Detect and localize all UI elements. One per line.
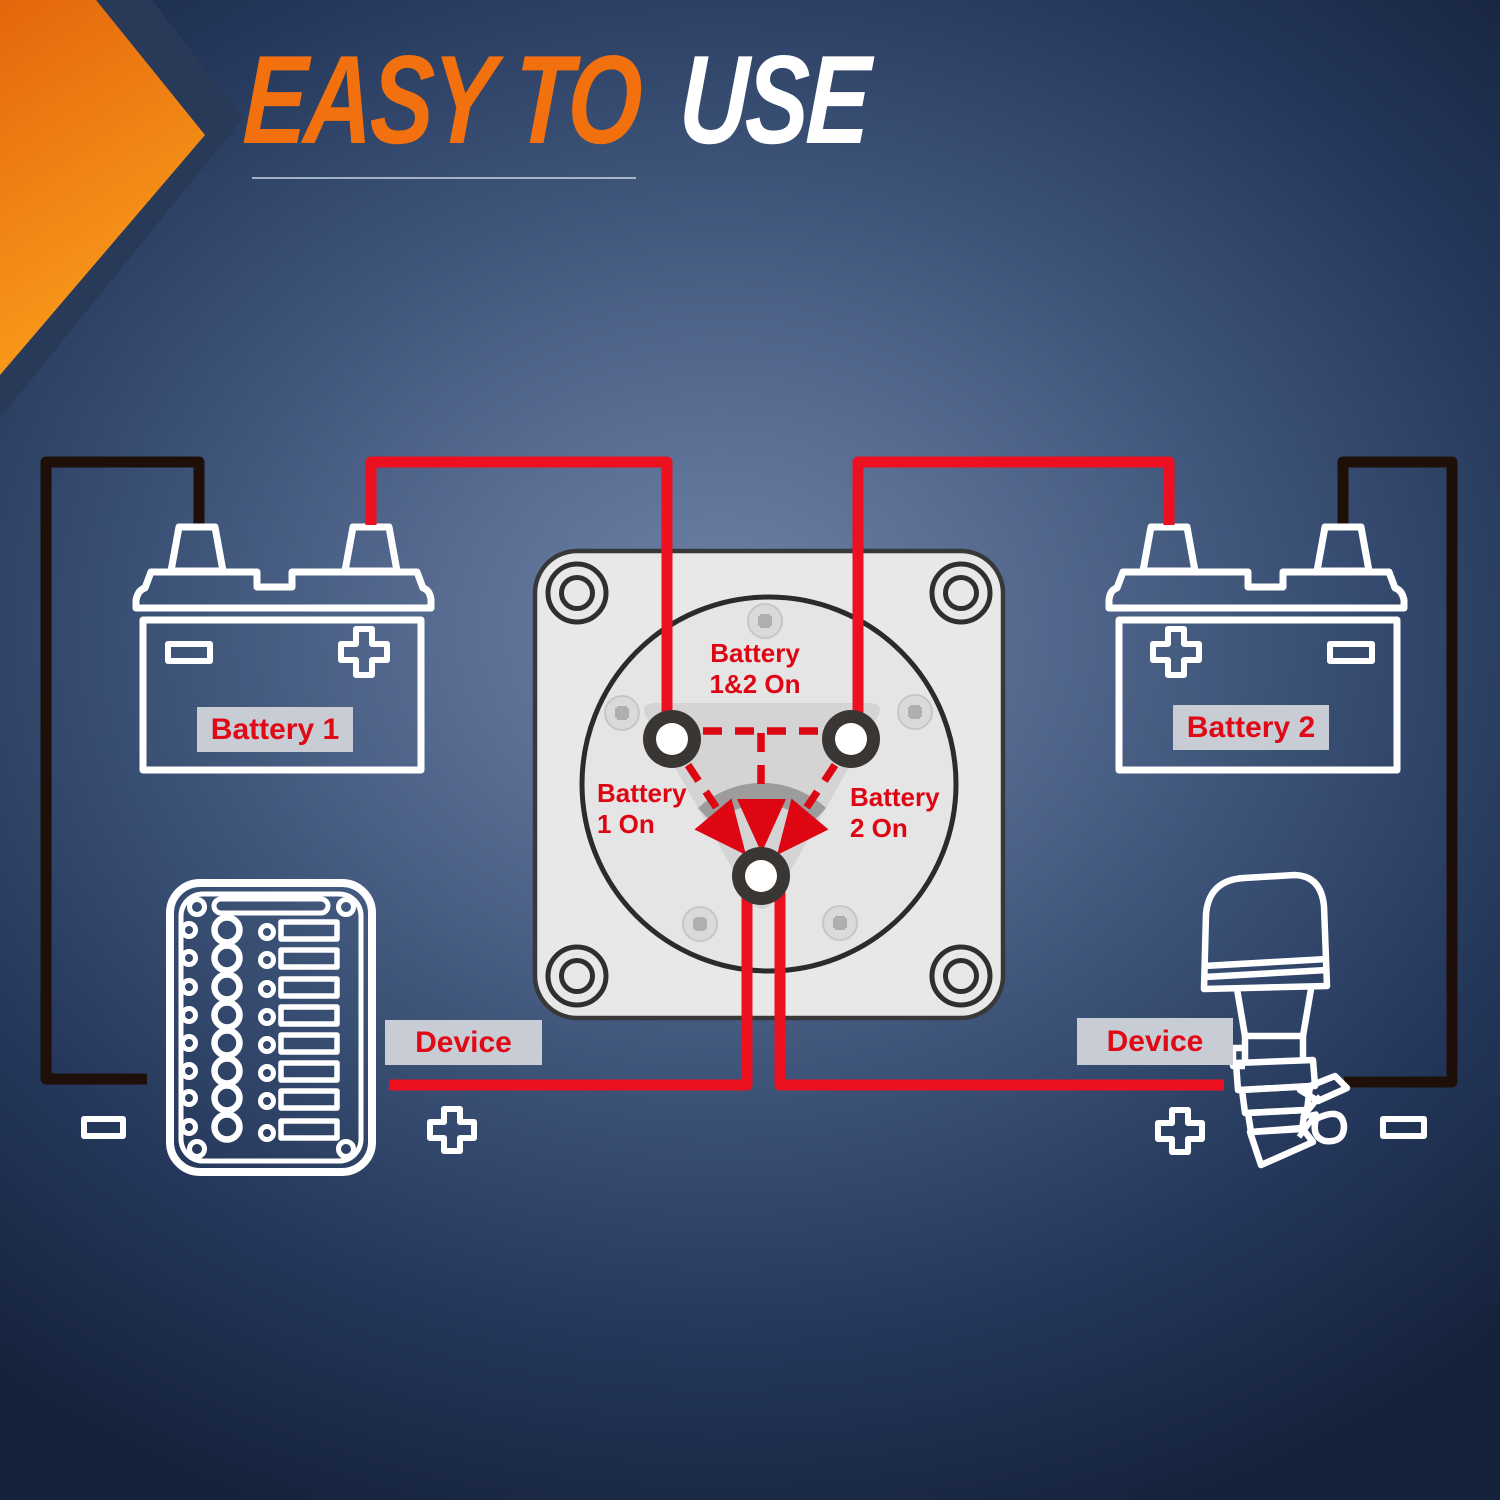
terminal-output bbox=[732, 847, 790, 905]
battery-body bbox=[139, 616, 425, 774]
plus-icon bbox=[338, 626, 390, 678]
battery-terminal-post bbox=[1139, 523, 1199, 575]
battery-2-label: Battery 2 bbox=[1173, 705, 1329, 750]
plus-icon-left bbox=[427, 1106, 477, 1154]
motor-prop-bolt bbox=[1296, 1094, 1323, 1139]
motor-neck bbox=[1233, 988, 1315, 1040]
panel-row bbox=[180, 942, 340, 974]
screw-icon bbox=[747, 603, 783, 639]
switch-label-line: 2 On bbox=[850, 813, 908, 843]
panel-rows bbox=[180, 914, 340, 1143]
switch-label-line: 1 On bbox=[597, 809, 655, 839]
switch-label-line: 1&2 On bbox=[709, 669, 801, 699]
switch-mount-holes bbox=[545, 561, 993, 1008]
panel-row bbox=[180, 971, 340, 1003]
panel-row bbox=[180, 1082, 340, 1114]
battery-2-outline bbox=[1105, 523, 1408, 774]
battery-terminal-post bbox=[1313, 523, 1373, 575]
screw-icon bbox=[604, 695, 640, 731]
plus-icon-right bbox=[1155, 1107, 1205, 1155]
output-wire-right bbox=[774, 878, 1224, 1091]
device-left-label: Device bbox=[385, 1020, 542, 1065]
battery-terminal-post bbox=[341, 523, 401, 575]
panel-row bbox=[180, 1027, 340, 1059]
screw-icon bbox=[822, 905, 858, 941]
chevron-icon bbox=[0, 0, 243, 418]
switch-direction-arrows bbox=[694, 798, 829, 855]
battery-lid bbox=[132, 568, 435, 612]
switch-screws bbox=[604, 603, 933, 942]
panel-outer bbox=[166, 879, 376, 1176]
minus-icon bbox=[165, 641, 213, 664]
switch-panel-device bbox=[166, 879, 376, 1176]
motor-hood-seam bbox=[1203, 955, 1328, 981]
panel-row bbox=[180, 1111, 340, 1143]
arrow-down-icon bbox=[737, 799, 786, 853]
negative-wire-battery2 bbox=[1337, 456, 1458, 1088]
panel-row bbox=[180, 1055, 340, 1087]
motor-prop-blade bbox=[1296, 1072, 1351, 1105]
switch-position-label-battery2: Battery 2 On bbox=[850, 782, 960, 844]
title-underline bbox=[252, 177, 636, 179]
minus-icon bbox=[1327, 641, 1375, 664]
panel-row bbox=[180, 914, 340, 946]
terminal-battery2 bbox=[822, 710, 880, 768]
battery-lid bbox=[1105, 568, 1408, 612]
motor-hood bbox=[1200, 871, 1331, 993]
switch-position-dashes bbox=[684, 727, 839, 825]
bus-polarity-markers bbox=[81, 1106, 1427, 1155]
chevron-orange bbox=[0, 0, 205, 375]
motor-prop-blade bbox=[1311, 1110, 1348, 1145]
negative-wire-battery1 bbox=[40, 456, 205, 1085]
minus-icon-left bbox=[81, 1116, 126, 1139]
minus-icon-right bbox=[1380, 1116, 1427, 1139]
terminal-battery1 bbox=[643, 710, 701, 768]
arrow-down-right-icon bbox=[694, 798, 746, 855]
arrow-down-left-icon bbox=[777, 798, 829, 855]
switch-position-label-battery1: Battery 1 On bbox=[597, 778, 707, 840]
switch-label-line: Battery bbox=[597, 778, 687, 808]
switch-position-label-both: Battery 1&2 On bbox=[675, 638, 835, 700]
positive-wire-battery2 bbox=[852, 456, 1175, 748]
screw-icon bbox=[682, 906, 718, 942]
switch-label-line: Battery bbox=[850, 782, 940, 812]
switch-terminals bbox=[643, 710, 880, 905]
plus-icon bbox=[1150, 626, 1202, 678]
battery-1-label: Battery 1 bbox=[197, 707, 353, 752]
battery-body bbox=[1115, 616, 1401, 774]
battery-1-outline bbox=[132, 523, 435, 774]
battery-terminal-post bbox=[167, 523, 227, 575]
positive-wires bbox=[365, 456, 1224, 1091]
screw-icon bbox=[897, 694, 933, 730]
output-wire-left bbox=[389, 878, 753, 1091]
positive-wire-battery1 bbox=[365, 456, 673, 748]
panel-slot bbox=[211, 896, 331, 916]
outboard-motor-device bbox=[1200, 871, 1351, 1169]
device-right-label: Device bbox=[1077, 1018, 1233, 1065]
switch-label-line: Battery bbox=[710, 638, 800, 668]
panel-inner bbox=[178, 891, 364, 1164]
motor-skeg bbox=[1246, 1124, 1317, 1169]
panel-corner-screws bbox=[187, 897, 356, 1159]
panel-row bbox=[180, 999, 340, 1031]
